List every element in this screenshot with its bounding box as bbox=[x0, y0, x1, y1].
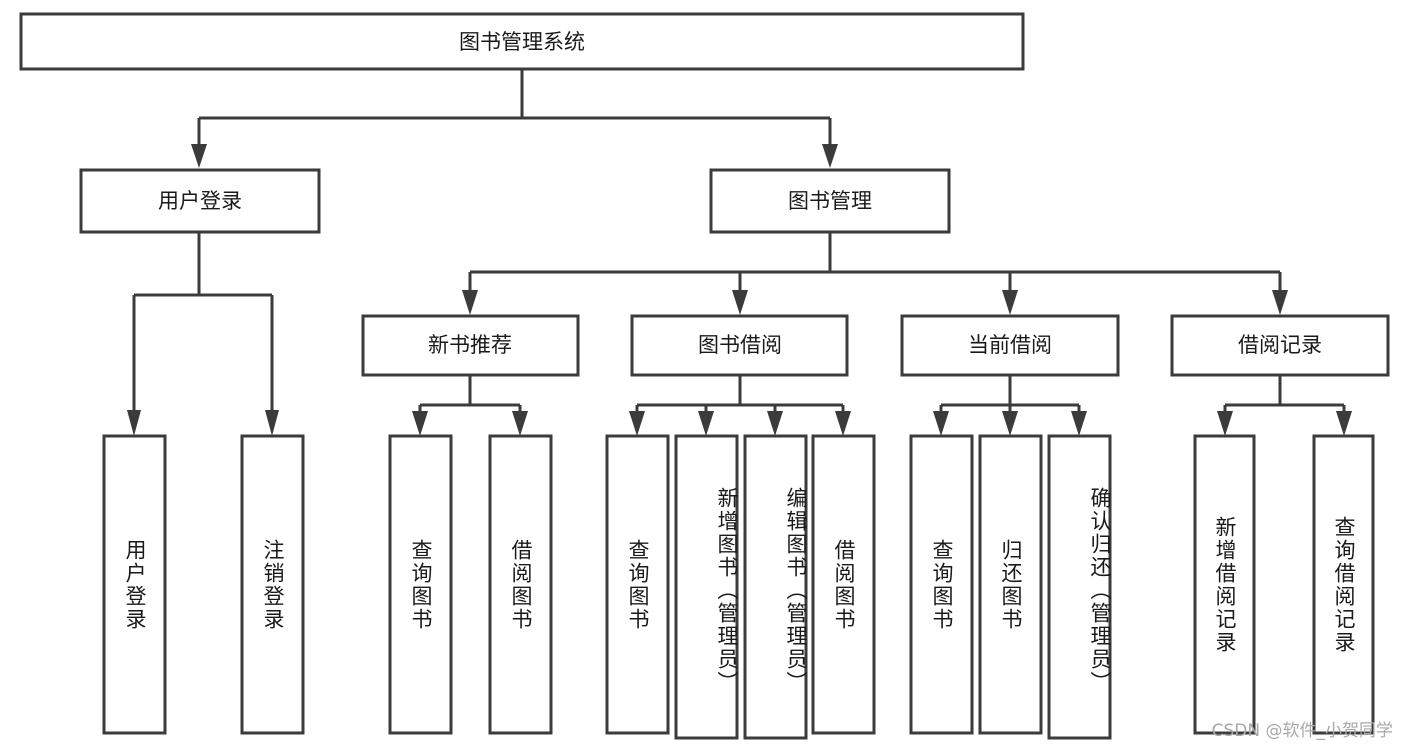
node-borrow-record-box[interactable] bbox=[1170, 314, 1390, 377]
leaf-box-nbr-query-book[interactable] bbox=[388, 434, 453, 735]
node-book-management-label: 图书管理 bbox=[788, 189, 872, 213]
node-root[interactable]: 图书管理系统 bbox=[19, 12, 1025, 71]
node-user-login[interactable]: 用户登录 bbox=[79, 168, 321, 234]
node-borrow-record-label: 借阅记录 bbox=[1238, 333, 1322, 357]
connector-group-borrow-record bbox=[1217, 375, 1352, 436]
leaf-box-bb-add-book[interactable] bbox=[674, 434, 739, 740]
node-book-borrow-label: 图书借阅 bbox=[698, 333, 782, 357]
node-new-book-recommend-label: 新书推荐 bbox=[428, 333, 512, 357]
node-book-borrow-box[interactable] bbox=[630, 314, 849, 377]
node-root-label: 图书管理系统 bbox=[459, 30, 585, 54]
arrowhead-nbr-leaf-1 bbox=[412, 411, 428, 436]
leaf-box-cb-return-book[interactable] bbox=[978, 434, 1043, 735]
node-book-borrow[interactable]: 图书借阅 bbox=[630, 314, 849, 377]
leaf-box-br-add-record[interactable] bbox=[1193, 434, 1256, 735]
arrowhead-cb-leaf-2 bbox=[1002, 411, 1018, 436]
leaf-box-user-login[interactable] bbox=[102, 434, 167, 735]
node-root-box[interactable] bbox=[19, 12, 1025, 71]
node-new-book-recommend[interactable]: 新书推荐 bbox=[361, 314, 580, 377]
connector-group-user-login bbox=[127, 232, 279, 436]
node-user-login-label: 用户登录 bbox=[158, 189, 242, 213]
node-current-borrow[interactable]: 当前借阅 bbox=[900, 314, 1120, 377]
arrowhead-nbr-leaf-2 bbox=[512, 411, 528, 436]
connector-group-book-mgmt bbox=[462, 232, 1288, 315]
arrowhead-new-book-recommend bbox=[462, 290, 478, 315]
node-new-book-recommend-box[interactable] bbox=[361, 314, 580, 377]
arrowhead-bb-leaf-1 bbox=[629, 411, 645, 436]
arrowhead-cb-leaf-3 bbox=[1071, 411, 1087, 436]
leaf-box-bb-query-book[interactable] bbox=[605, 434, 670, 735]
arrowhead-book-mgmt bbox=[822, 144, 838, 168]
connector-group-new-book-recommend bbox=[412, 375, 528, 436]
arrowhead-user-login bbox=[191, 144, 207, 168]
arrowhead-leaf-user-login bbox=[127, 410, 141, 436]
leaf-box-br-query-record[interactable] bbox=[1312, 434, 1375, 735]
connector-group-book-borrow bbox=[629, 375, 851, 436]
arrowhead-current-borrow bbox=[1002, 290, 1018, 315]
csdn-watermark: CSDN @软件_小贺同学 bbox=[1211, 721, 1393, 741]
leaf-box-bb-borrow-book[interactable] bbox=[811, 434, 876, 735]
node-book-management[interactable]: 图书管理 bbox=[709, 168, 951, 234]
node-current-borrow-label: 当前借阅 bbox=[968, 333, 1052, 357]
connector-group-current-borrow bbox=[933, 375, 1087, 436]
arrowhead-br-leaf-2 bbox=[1336, 411, 1352, 436]
arrowhead-br-leaf-1 bbox=[1217, 411, 1233, 436]
arrowhead-book-borrow bbox=[732, 290, 748, 315]
node-book-management-box[interactable] bbox=[709, 168, 951, 234]
arrowhead-leaf-logout bbox=[265, 410, 279, 436]
arrowhead-borrow-record bbox=[1272, 290, 1288, 315]
leaf-box-cb-confirm-return[interactable] bbox=[1047, 434, 1112, 740]
connector-group-root bbox=[191, 69, 838, 168]
node-user-login-box[interactable] bbox=[79, 168, 321, 234]
arrowhead-bb-leaf-4 bbox=[835, 411, 851, 436]
leaf-box-logout[interactable] bbox=[240, 434, 305, 735]
node-current-borrow-box[interactable] bbox=[900, 314, 1120, 377]
arrowhead-cb-leaf-1 bbox=[933, 411, 949, 436]
node-borrow-record[interactable]: 借阅记录 bbox=[1170, 314, 1390, 377]
arrowhead-bb-leaf-3 bbox=[767, 411, 783, 436]
leaf-box-bb-edit-book[interactable] bbox=[743, 434, 808, 740]
leaf-box-cb-query-book[interactable] bbox=[909, 434, 974, 735]
leaf-box-nbr-borrow-book[interactable] bbox=[488, 434, 553, 735]
arrowhead-bb-leaf-2 bbox=[698, 411, 714, 436]
